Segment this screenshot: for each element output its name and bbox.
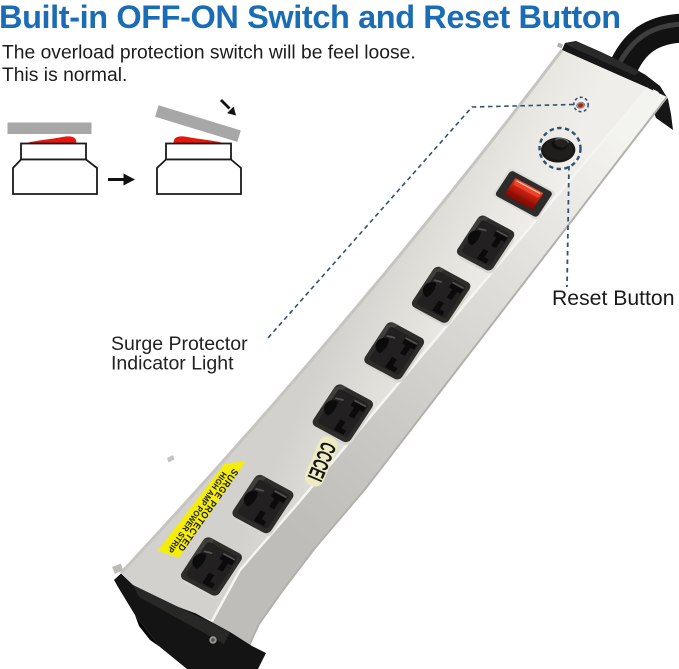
- svg-text:This is normal.: This is normal.: [2, 65, 127, 86]
- svg-text:Indicator Light: Indicator Light: [111, 353, 234, 375]
- svg-text:Surge Protector: Surge Protector: [111, 333, 248, 355]
- svg-text:The overload protection switch: The overload protection switch will be f…: [2, 43, 416, 64]
- svg-text:Reset Button: Reset Button: [552, 287, 675, 310]
- svg-text:Built-in OFF-ON Switch and Res: Built-in OFF-ON Switch and Reset Button: [0, 0, 621, 35]
